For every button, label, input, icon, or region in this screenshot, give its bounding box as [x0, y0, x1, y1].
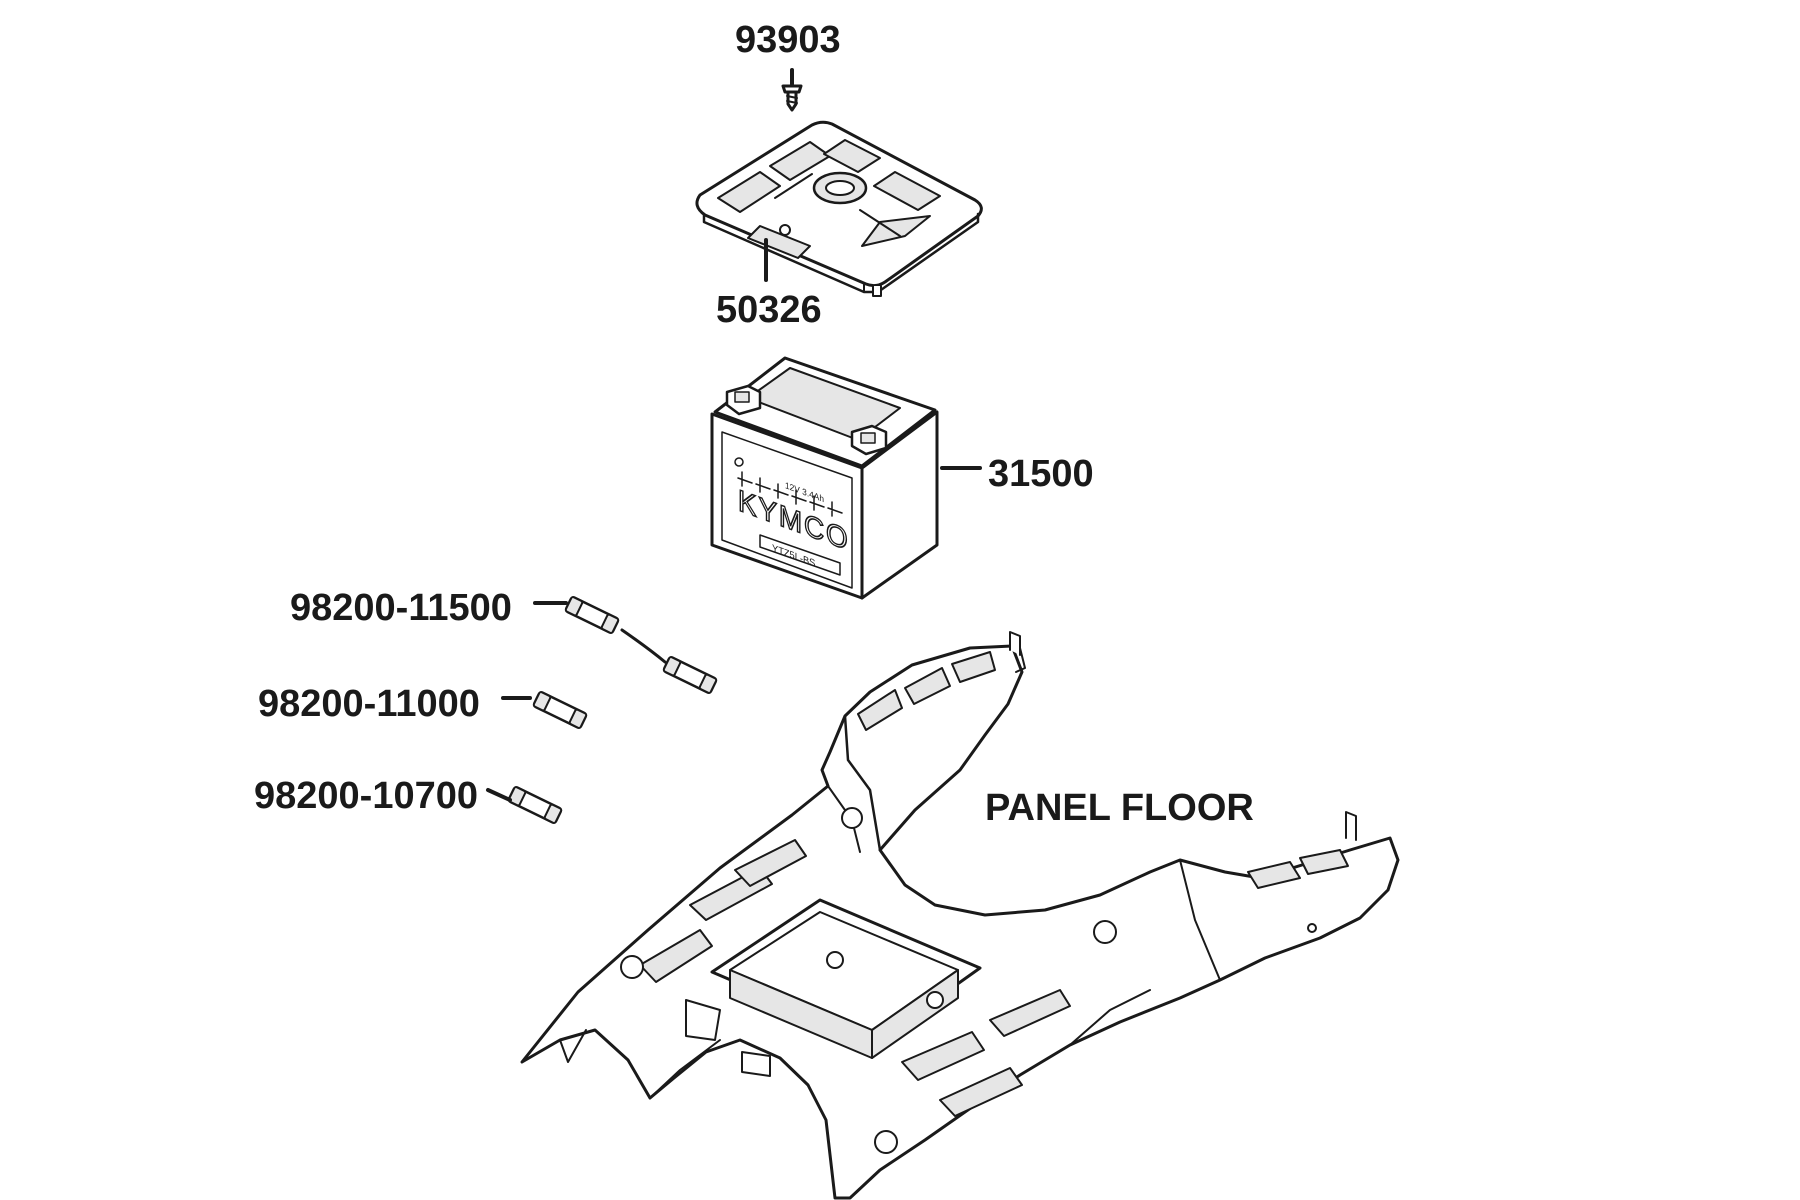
part-label-93903: 93903 [735, 19, 841, 61]
part-label-31500: 31500 [988, 453, 1094, 495]
battery-cover-50326[interactable] [695, 120, 983, 297]
assembly-label: PANEL FLOOR [985, 787, 1254, 829]
part-label-98200-11500: 98200-11500 [290, 587, 512, 629]
part-label-50326: 50326 [716, 289, 822, 331]
part-label-98200-11000: 98200-11000 [258, 683, 480, 725]
fuse-98200-11000[interactable] [532, 691, 588, 729]
screw-93903[interactable] [781, 68, 803, 112]
fuse-98200-10700[interactable] [507, 786, 563, 824]
leader-98200-10700 [486, 788, 512, 802]
battery-31500[interactable]: KYMCO 12V 3.4Ah YTZ5L-BS [710, 356, 939, 600]
part-label-98200-10700: 98200-10700 [254, 775, 478, 817]
panel-floor[interactable] [520, 631, 1400, 1200]
fuse-pair-98200-11500[interactable] [564, 596, 718, 694]
